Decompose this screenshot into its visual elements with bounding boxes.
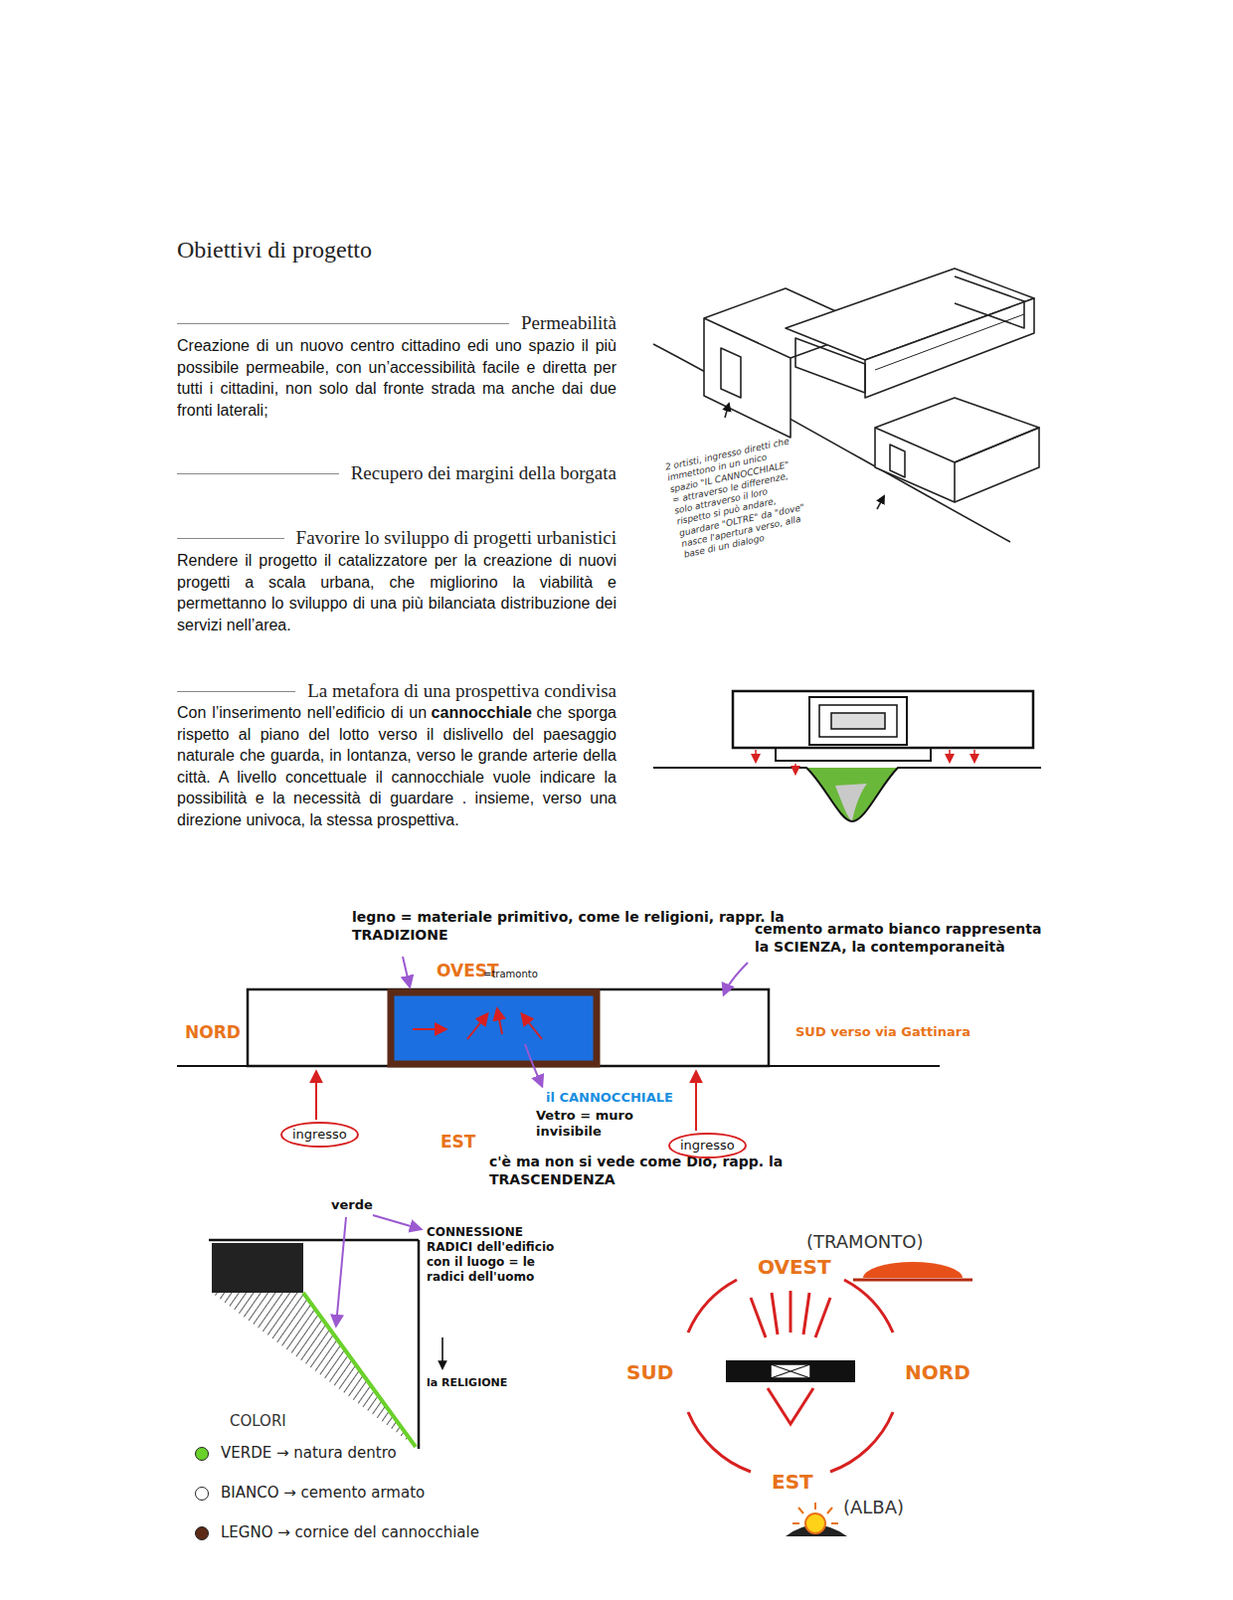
cannocchiale-sketch bbox=[176, 956, 940, 1131]
legend-text: BIANCO → cemento armato bbox=[220, 1483, 425, 1503]
annotation: Vetro = muro invisibile bbox=[535, 1107, 661, 1141]
section-heading: Permeabilità bbox=[521, 312, 617, 335]
entrance-oval: ingresso bbox=[280, 1121, 359, 1148]
section-heading-row: La metafora di una prospettiva condivisa bbox=[176, 680, 617, 703]
section-heading: Favorire lo sviluppo di progetti urbanis… bbox=[296, 527, 617, 549]
compass-label: EST bbox=[771, 1469, 814, 1495]
annotation: c'è ma non si vede come Dio, rapp. la TR… bbox=[489, 1153, 828, 1189]
heading-rule bbox=[176, 537, 285, 539]
orientation-label: NORD bbox=[184, 1022, 241, 1044]
body-text: Rendere il progetto il catalizzatore per… bbox=[176, 549, 617, 636]
bold-term: cannocchiale bbox=[431, 704, 532, 721]
legend-text: VERDE → natura dentro bbox=[220, 1443, 397, 1463]
section-heading-row: Favorire lo sviluppo di progetti urbanis… bbox=[176, 527, 617, 549]
section-heading-row: Permeabilità bbox=[176, 312, 617, 335]
legend-swatch bbox=[194, 1526, 209, 1541]
annotation: verde bbox=[331, 1197, 373, 1214]
body-text: Creazione di un nuovo centro cittadino e… bbox=[176, 335, 617, 421]
annotation: il CANNOCCHIALE bbox=[545, 1089, 674, 1106]
orientation-label: SUD verso via Gattinara bbox=[795, 1024, 971, 1041]
heading-rule bbox=[176, 691, 296, 693]
sun-label: (ALBA) bbox=[843, 1496, 904, 1520]
annotation: legno = materiale primitivo, come le rel… bbox=[352, 908, 820, 944]
sun-label: (TRAMONTO) bbox=[806, 1231, 923, 1254]
entrance-oval: ingresso bbox=[668, 1132, 747, 1159]
page-title: Obiettivi di progetto bbox=[176, 236, 372, 264]
handwritten-note: 2 ortisti, ingresso diretti che immetton… bbox=[664, 435, 812, 561]
section-heading-row: Recupero dei margini della borgata bbox=[176, 462, 617, 485]
compass-label: NORD bbox=[904, 1360, 971, 1386]
section-heading: Recupero dei margini della borgata bbox=[351, 462, 617, 485]
body-paragraph: Con l’inserimento nell’edificio di uncan… bbox=[176, 702, 617, 831]
compass-label: OVEST bbox=[757, 1254, 832, 1280]
legend-swatch bbox=[194, 1486, 209, 1501]
section-heading: La metafora di una prospettiva condivisa bbox=[307, 680, 617, 703]
entrance-label: ingresso bbox=[680, 1137, 735, 1154]
annotation: CONNESSIONE RADICI dell'edificio con il … bbox=[426, 1225, 556, 1285]
body-text: che sporga rispetto al piano del lotto v… bbox=[176, 704, 617, 829]
legend-title: COLORI bbox=[229, 1411, 287, 1431]
legend-text: LEGNO → cornice del cannocchiale bbox=[220, 1523, 480, 1543]
section-sketch bbox=[208, 1215, 443, 1449]
orientation-compass bbox=[688, 1261, 973, 1537]
annotation: la RELIGIONE bbox=[426, 1376, 508, 1391]
legend-swatch bbox=[194, 1446, 209, 1461]
body-text: Con l’inserimento nell’edificio di un bbox=[176, 704, 427, 721]
annotation: =tramonto bbox=[483, 968, 538, 982]
heading-rule bbox=[176, 323, 510, 325]
annotation: cemento armato bianco rappresenta la SCI… bbox=[754, 920, 1054, 956]
compass-label: SUD bbox=[626, 1360, 674, 1386]
elevation-sketch bbox=[653, 691, 1042, 822]
heading-rule bbox=[176, 473, 340, 475]
entrance-label: ingresso bbox=[292, 1126, 348, 1143]
orientation-label: EST bbox=[440, 1131, 476, 1153]
